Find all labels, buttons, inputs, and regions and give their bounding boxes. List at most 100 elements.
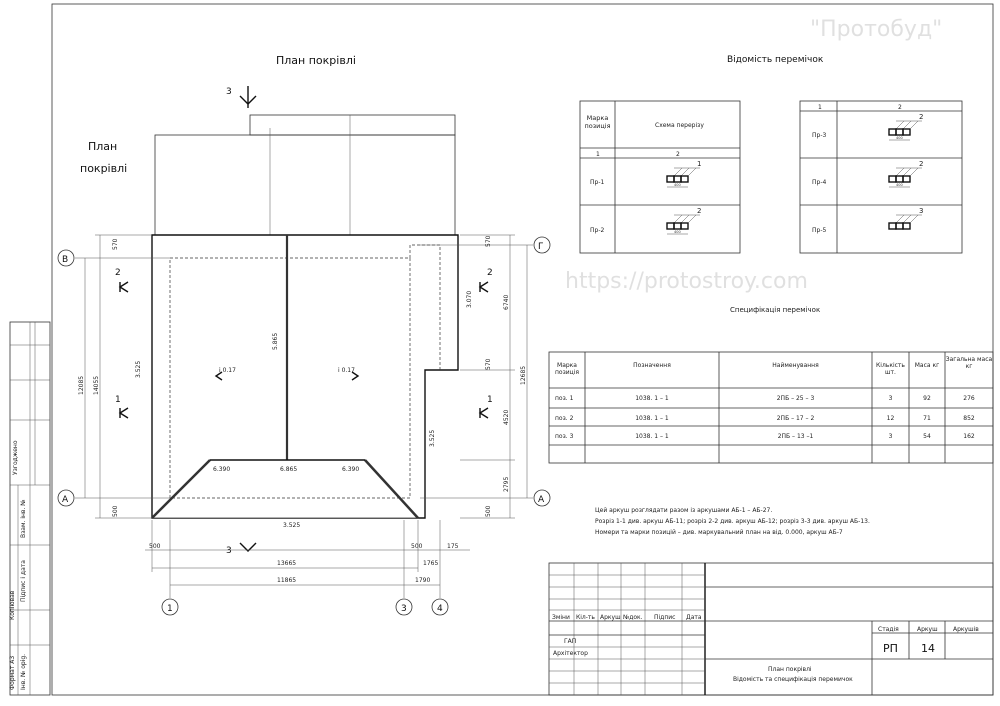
svg-text:№док.: №док. xyxy=(623,614,643,621)
lintel-block xyxy=(902,128,911,136)
side-stamp: Узгоджено Взам. інв. № Підпис і дата Інв… xyxy=(9,321,51,696)
spec-cell: 162 xyxy=(963,433,975,440)
svg-text:1: 1 xyxy=(818,104,822,111)
lintel-mark: Пр-5 xyxy=(812,227,826,234)
watermark-1: "Протобуд" xyxy=(810,17,942,42)
svg-text:6.390: 6.390 xyxy=(213,466,230,473)
svg-text:Зміни: Зміни xyxy=(552,614,570,621)
drawing-title-1: План покрівлі xyxy=(768,666,812,673)
tiled-roof xyxy=(151,234,459,519)
section-marks-plan: 2 1 2 1 xyxy=(115,268,493,419)
lintel-table-2: 1 2 Пр-3 Пр-4 Пр-5 xyxy=(799,100,963,254)
svg-text:3.525: 3.525 xyxy=(429,430,436,447)
spec-cell: 2ПБ – 25 – 3 xyxy=(777,395,815,402)
svg-text:2: 2 xyxy=(898,104,902,111)
lintel-mark: Пр-4 xyxy=(812,179,826,186)
stamp-inv-repl: Взам. інв. № xyxy=(20,499,27,538)
svg-text:570: 570 xyxy=(485,358,492,370)
lintel-callout: 2 xyxy=(919,113,923,121)
svg-text:Аркушів: Аркушів xyxy=(953,626,979,633)
notes: Цей аркуш розглядати разом із аркушами А… xyxy=(595,507,870,536)
svg-text:Дата: Дата xyxy=(686,614,702,621)
svg-text:2: 2 xyxy=(487,268,493,278)
stamp-approved: Узгоджено xyxy=(12,440,19,475)
lintel-block xyxy=(680,175,689,183)
lintel-block xyxy=(895,175,904,183)
svg-text:500: 500 xyxy=(485,505,492,517)
svg-text:14055: 14055 xyxy=(93,376,100,395)
lintel-block xyxy=(902,175,911,183)
svg-text:2795: 2795 xyxy=(503,477,510,492)
plan-side-title-1: План xyxy=(88,140,117,153)
lintel-callout: 2 xyxy=(919,160,923,168)
axis-markers: В А Г А 1 3 4 xyxy=(57,236,551,616)
axis-g: Г xyxy=(538,242,544,252)
svg-text:Підпис: Підпис xyxy=(654,614,675,621)
watermark-2: https://protostroy.com xyxy=(565,269,808,294)
spec-cell: 2ПБ – 13 –1 xyxy=(778,433,814,440)
svg-text:12685: 12685 xyxy=(520,366,527,385)
title-block: Зміни Кіл-ть Аркуш №док. Підпис Дата ГАП… xyxy=(548,562,994,696)
lintel-block xyxy=(902,222,911,230)
drawing-title-2: Відомість та специфікація перемичок xyxy=(733,676,853,683)
lintels-title: Відомість перемічок xyxy=(727,55,824,65)
svg-text:2: 2 xyxy=(676,151,680,158)
wall-outline xyxy=(169,257,411,499)
spec-cell: 92 xyxy=(923,395,931,402)
lintel-block xyxy=(895,128,904,136)
spec-header: Кількість шт. xyxy=(876,362,905,376)
spec-title: Специфікація перемічок xyxy=(730,306,820,314)
svg-text:6.390: 6.390 xyxy=(342,466,359,473)
lintel-dim: 400 xyxy=(896,136,903,140)
stamp-inv-orig: Інв. № орig. xyxy=(20,654,27,690)
svg-text:6740: 6740 xyxy=(503,295,510,310)
lintel-block xyxy=(888,175,897,183)
axis-a-left: А xyxy=(62,495,69,505)
svg-text:3.525: 3.525 xyxy=(135,361,142,378)
svg-text:1: 1 xyxy=(596,151,600,158)
svg-text:4520: 4520 xyxy=(503,410,510,425)
lintel-mark: Пр-2 xyxy=(590,227,604,234)
lintel-section: 2 400 xyxy=(888,113,923,141)
lintel-block xyxy=(895,222,904,230)
svg-text:175: 175 xyxy=(447,543,459,550)
svg-text:1790: 1790 xyxy=(415,577,430,584)
spec-cell: поз. 2 xyxy=(555,415,574,422)
plan-side-title-2: покрівлі xyxy=(80,162,127,175)
spec-cell: 54 xyxy=(923,433,931,440)
lintel-dim: 400 xyxy=(674,230,681,234)
lintel-block xyxy=(666,222,675,230)
lintel-dim: 400 xyxy=(674,183,681,187)
lintel-block xyxy=(888,128,897,136)
spec-cell: 1038. 1 – 1 xyxy=(635,433,669,440)
svg-text:570: 570 xyxy=(485,235,492,247)
spec-cell: 3 xyxy=(889,433,893,440)
spec-header: Марка позиція xyxy=(554,362,580,376)
svg-text:3: 3 xyxy=(226,87,232,97)
svg-text:3.525: 3.525 xyxy=(283,522,300,529)
spec-header: Маса кг xyxy=(914,362,940,369)
lintel-mark: Пр-1 xyxy=(590,179,604,186)
lintel-block xyxy=(673,175,682,183)
spec-cell: поз. 1 xyxy=(555,395,574,402)
stamp-copied: Копіював xyxy=(9,590,16,620)
spec-header: Позначення xyxy=(633,362,671,369)
lintel-header-mark: Марка позиція xyxy=(584,114,611,130)
role-architect: Архітектор xyxy=(553,650,588,657)
lintel-callout: 3 xyxy=(919,207,923,215)
spec-cell: 12 xyxy=(887,415,895,422)
section-3-top: 3 xyxy=(226,86,257,108)
svg-text:Цей аркуш розглядати разом із: Цей аркуш розглядати разом із аркушами А… xyxy=(595,507,772,514)
svg-text:6.865: 6.865 xyxy=(280,466,297,473)
svg-text:500: 500 xyxy=(411,543,423,550)
svg-text:2: 2 xyxy=(115,268,121,278)
spec-header: Загальна маса кг xyxy=(945,356,993,370)
spec-cell: 3 xyxy=(889,395,893,402)
svg-text:Аркуш: Аркуш xyxy=(917,626,938,633)
